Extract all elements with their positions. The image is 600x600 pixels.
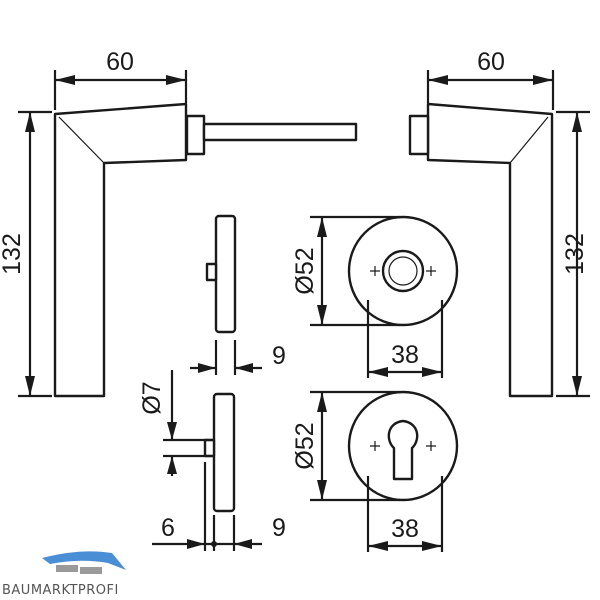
bottom-rose-thickness-label: 9 xyxy=(272,514,286,542)
bottom-rose-front-view xyxy=(347,390,459,502)
screw-mark-icon xyxy=(426,266,436,276)
bottom-rose-width-label: 38 xyxy=(391,515,419,543)
logo-swoosh-icon xyxy=(42,551,126,570)
logo-text: BAUMARKTPROFI xyxy=(2,583,119,598)
screw-mark-icon xyxy=(370,441,380,451)
top-rose-front-view xyxy=(347,215,459,327)
top-rose-side-view xyxy=(205,214,237,334)
bottom-rose-width-dimension: 38 xyxy=(366,476,444,552)
top-rose-diameter-label: Ø52 xyxy=(291,247,319,294)
cylinder-keyhole-icon xyxy=(387,419,419,481)
right-height-label: 132 xyxy=(561,233,589,275)
spindle-diameter-label: Ø7 xyxy=(138,381,166,414)
bottom-rose-diameter-dimension: Ø52 xyxy=(291,390,400,502)
top-rose-thickness-dimension: 9 xyxy=(190,340,286,375)
bottom-thickness-dimensions: 6 9 xyxy=(152,462,286,551)
top-rose-width-dimension: 38 xyxy=(366,300,444,378)
screw-mark-icon xyxy=(426,441,436,451)
spindle-diameter-dimension: Ø7 xyxy=(138,370,212,476)
right-height-dimension: 132 xyxy=(556,110,590,398)
screw-mark-icon xyxy=(370,266,380,276)
spindle-offset-label: 6 xyxy=(161,514,175,542)
top-rose-width-label: 38 xyxy=(391,341,419,369)
left-height-label: 132 xyxy=(0,233,26,275)
left-lever-handle xyxy=(53,102,358,398)
top-rose-thickness-label: 9 xyxy=(272,342,286,370)
top-rose-diameter-dimension: Ø52 xyxy=(291,215,400,327)
right-lever-handle xyxy=(408,102,554,398)
left-width-label: 60 xyxy=(106,48,134,76)
right-width-label: 60 xyxy=(477,48,505,76)
left-width-dimension: 60 xyxy=(53,48,188,110)
baumarktprofi-logo: BAUMARKTPROFI xyxy=(2,551,126,598)
bottom-rose-side-view xyxy=(203,392,236,513)
left-height-dimension: 132 xyxy=(0,110,52,398)
bottom-rose-diameter-label: Ø52 xyxy=(291,422,319,469)
right-width-dimension: 60 xyxy=(426,48,555,110)
